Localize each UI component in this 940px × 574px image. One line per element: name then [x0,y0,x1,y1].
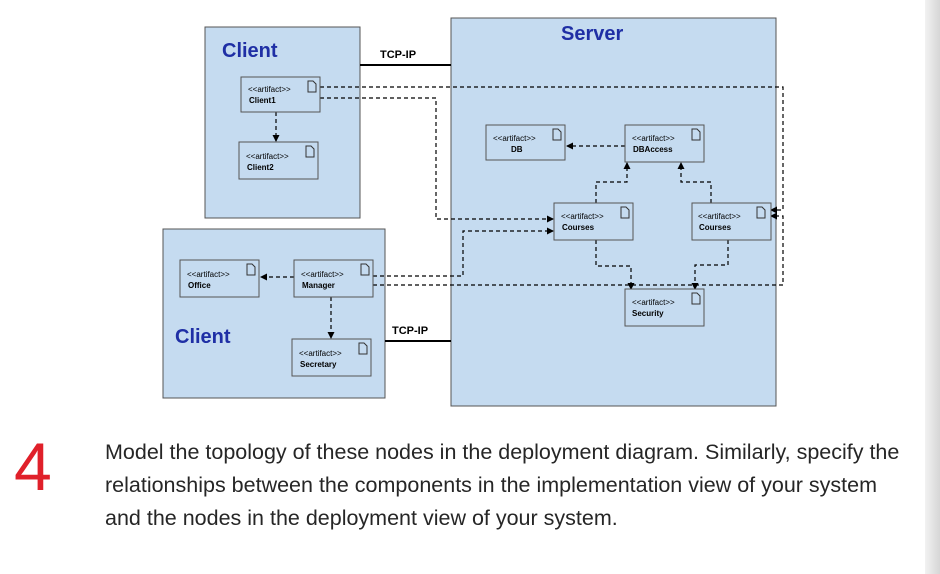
document-icon [246,263,256,276]
dep-manager-courses1 [373,227,554,277]
instruction-text: Model the topology of these nodes in the… [105,440,900,530]
document-icon [358,342,368,355]
artifact-courses-1[interactable]: <<artifact>> Courses [553,202,634,241]
client-node-top [204,26,361,219]
dep-client1-courses2 [320,86,784,214]
document-icon [691,128,701,141]
artifact-courses-2-stereotype: <<artifact>> [698,212,741,221]
artifact-manager-name: Manager [302,281,335,290]
artifact-courses-2-name: Courses [699,223,732,232]
artifact-manager-stereotype: <<artifact>> [301,270,344,279]
artifact-security[interactable]: <<artifact>> Security [624,288,705,327]
artifact-client1-name: Client1 [249,96,276,105]
artifact-office-name: Office [188,281,211,290]
dep-client1-courses1 [320,97,554,223]
tcp-link-bottom-label: TCP-IP [392,325,428,337]
dep-courses2-dbaccess [677,162,712,203]
artifact-manager[interactable]: <<artifact>> Manager [293,259,374,298]
artifact-client2-stereotype: <<artifact>> [246,152,289,161]
deployment-diagram: Client Client Server TCP-IP TCP-IP [162,17,784,407]
client-node-bottom-title: Client [175,326,231,348]
artifact-dbaccess[interactable]: <<artifact>> DBAccess [624,124,705,163]
step-number: 4 [14,429,52,505]
document-icon [691,292,701,305]
artifact-courses-2[interactable]: <<artifact>> Courses [691,202,772,241]
client-node-top-title: Client [222,40,278,62]
dep-courses1-dbaccess [595,162,631,203]
artifact-secretary-name: Secretary [300,360,337,369]
artifact-client1[interactable]: <<artifact>> Client1 [240,76,321,113]
artifact-dbaccess-name: DBAccess [633,145,673,154]
artifact-office[interactable]: <<artifact>> Office [179,259,260,298]
artifact-client2[interactable]: <<artifact>> Client2 [238,141,319,180]
tcp-link-top-label: TCP-IP [380,49,416,61]
artifact-db-stereotype: <<artifact>> [493,134,536,143]
artifact-client1-stereotype: <<artifact>> [248,85,291,94]
document-icon [305,145,315,158]
document-icon [307,80,317,93]
dep-courses2-security [691,240,729,290]
artifact-secretary[interactable]: <<artifact>> Secretary [291,338,372,377]
artifact-courses-1-name: Courses [562,223,595,232]
artifact-secretary-stereotype: <<artifact>> [299,349,342,358]
document-icon [620,206,630,219]
artifact-dbaccess-stereotype: <<artifact>> [632,134,675,143]
artifact-security-name: Security [632,309,664,318]
window-edge [925,0,940,574]
artifact-db[interactable]: <<artifact>> DB [485,124,566,161]
artifact-office-stereotype: <<artifact>> [187,270,230,279]
document-icon [360,263,370,276]
artifact-client2-name: Client2 [247,163,274,172]
dep-courses1-security [595,240,635,290]
document-icon [552,128,562,141]
dep-manager-courses2 [373,212,784,286]
server-node-title: Server [561,23,623,45]
artifact-security-stereotype: <<artifact>> [632,298,675,307]
artifact-courses-1-stereotype: <<artifact>> [561,212,604,221]
artifact-db-name: DB [511,145,523,154]
document-icon [756,206,766,219]
